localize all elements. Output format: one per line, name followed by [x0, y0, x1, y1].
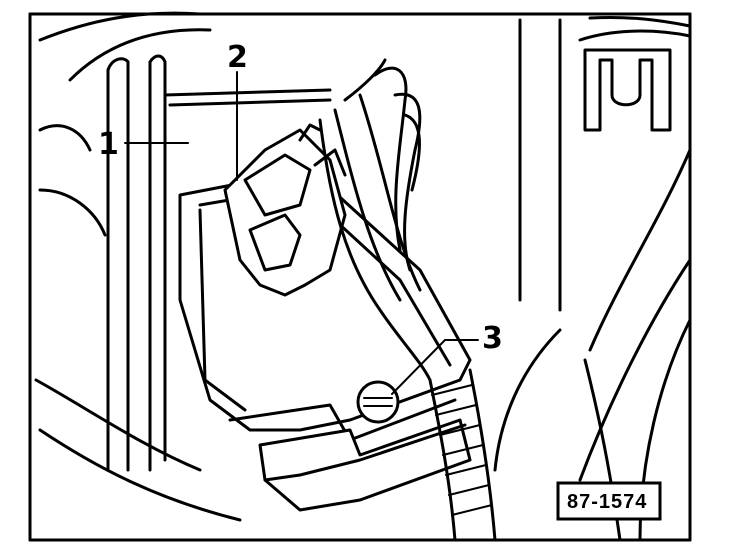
right-slotted-bracket	[583, 48, 672, 132]
reference-code: 87-1574	[567, 491, 647, 513]
leader-lines	[124, 71, 479, 395]
callout-2: 2	[227, 40, 248, 75]
callout-3: 3	[482, 321, 503, 356]
housing-outline	[34, 11, 692, 542]
connector-plug	[223, 123, 347, 297]
mounting-bracket	[106, 54, 332, 472]
cable-sleeve	[428, 368, 497, 542]
fastening-screw	[356, 380, 400, 424]
callout-1: 1	[98, 127, 119, 162]
wire-bundle	[318, 58, 432, 382]
frame	[28, 12, 692, 542]
reference-code-box: 87-1574	[556, 481, 662, 521]
